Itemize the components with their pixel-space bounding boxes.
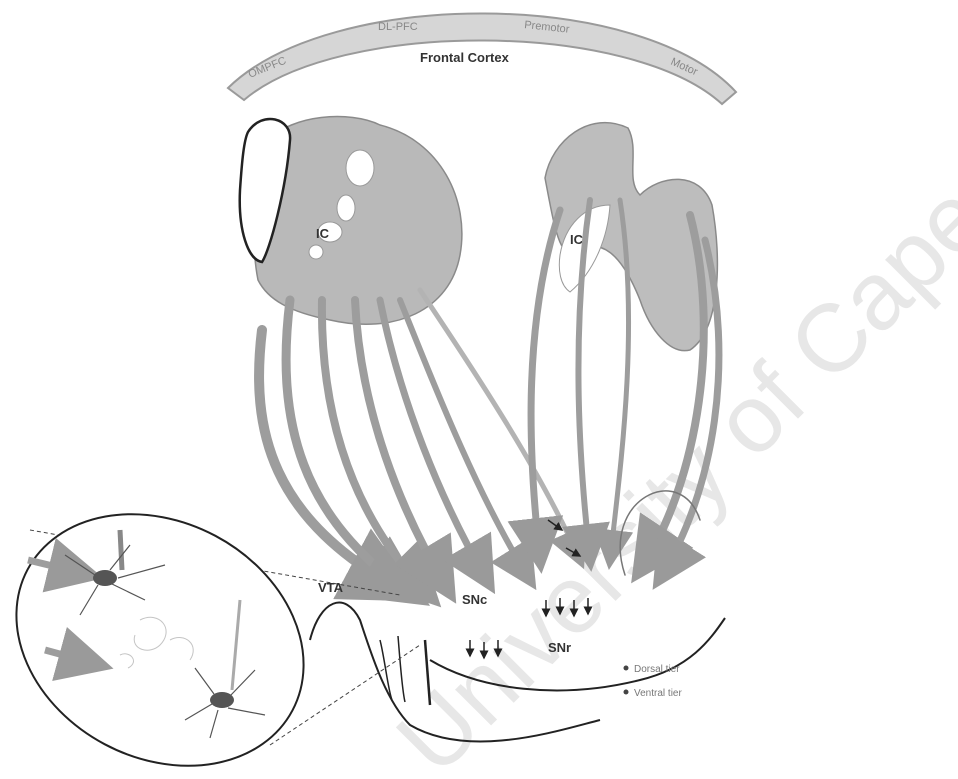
snc-label: SNc [462,592,487,607]
snr-label: SNr [548,640,571,655]
pathway [380,300,488,582]
frontal-cortex-band: OMPFC DL-PFC Premotor Motor Frontal Cort… [228,13,736,104]
ic-island [309,245,323,259]
watermark-text: University of Cape Town [377,0,958,774]
neuron-soma [210,692,234,708]
vta-label: VTA [318,580,344,595]
cortex-region-dlpfc: DL-PFC [378,21,418,33]
legend-marker-ventral [624,690,629,695]
watermark: University of Cape Town [377,0,958,774]
legend-dorsal-label: Dorsal tier [634,664,680,675]
cortex-title: Frontal Cortex [420,50,510,65]
magnified-inset [0,465,420,774]
left-striatum: IC [240,117,462,325]
ic-left-label: IC [316,226,330,241]
legend-ventral-label: Ventral tier [634,688,682,699]
legend-marker-dorsal [624,666,629,671]
pathway [420,290,580,560]
pathway [355,300,448,590]
neuron-soma [93,570,117,586]
ic-island [337,195,355,221]
ic-island [346,150,374,186]
inset-axon [120,530,122,570]
